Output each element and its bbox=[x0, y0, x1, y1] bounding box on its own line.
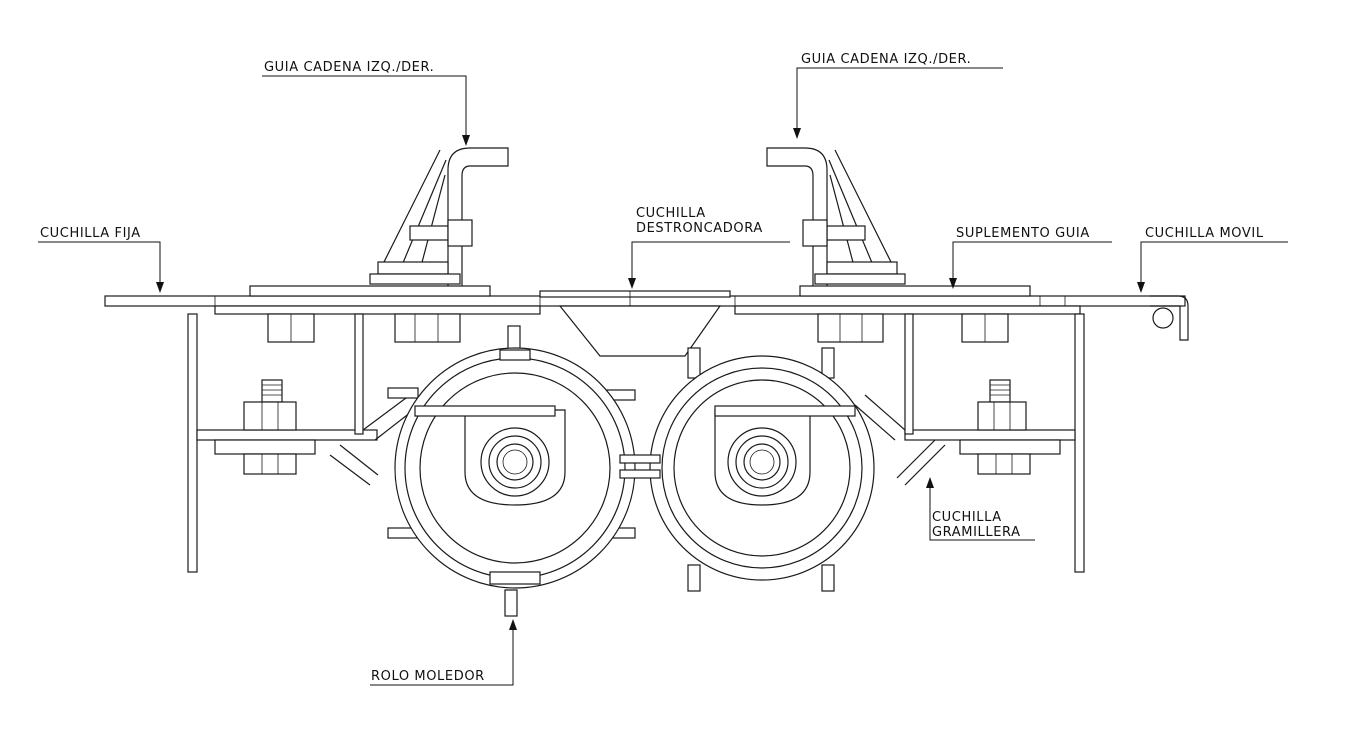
right-roller bbox=[649, 347, 875, 592]
label-rolo-moledor: ROLO MOLEDOR bbox=[371, 669, 485, 684]
cuchilla-movil-hook bbox=[1150, 295, 1189, 341]
label-cuchilla-gramillera: CUCHILLA GRAMILLERA bbox=[932, 510, 1021, 540]
left-roller bbox=[387, 325, 636, 617]
leader-guia-right bbox=[793, 67, 1003, 139]
label-cuchilla-destroncadora-line2: DESTRONCADORA bbox=[636, 221, 763, 236]
right-side-frame bbox=[854, 313, 1085, 573]
label-cuchilla-movil: CUCHILLA MOVIL bbox=[1145, 226, 1264, 241]
label-cuchilla-destroncadora: CUCHILLA DESTRONCADORA bbox=[636, 206, 763, 236]
left-side-frame bbox=[187, 313, 421, 573]
leader-gramillera bbox=[926, 477, 1035, 541]
roller-connectors bbox=[619, 454, 661, 479]
leader-rolo bbox=[370, 619, 517, 686]
label-cuchilla-gramillera-line1: CUCHILLA bbox=[932, 510, 1002, 525]
right-bolts bbox=[817, 313, 1031, 475]
leader-cuchilla-movil bbox=[1137, 241, 1288, 293]
top-plate bbox=[104, 290, 1186, 315]
leader-cuchilla-fija bbox=[38, 241, 164, 293]
left-bolts bbox=[243, 313, 461, 475]
label-cuchilla-gramillera-line2: GRAMILLERA bbox=[932, 525, 1021, 540]
leader-suplemento bbox=[949, 241, 1112, 289]
label-guia-cadena-left: GUIA CADENA IZQ./DER. bbox=[264, 60, 435, 75]
cuchilla-destroncadora bbox=[558, 291, 722, 357]
label-guia-cadena-right: GUIA CADENA IZQ./DER. bbox=[801, 52, 972, 67]
label-suplemento-guia: SUPLEMENTO GUIA bbox=[956, 226, 1090, 241]
label-cuchilla-fija: CUCHILLA FIJA bbox=[40, 226, 141, 241]
label-cuchilla-destroncadora-line1: CUCHILLA bbox=[636, 206, 706, 221]
left-chain-guide bbox=[249, 147, 509, 297]
leader-destroncadora bbox=[628, 241, 790, 289]
leader-guia-left bbox=[262, 75, 470, 146]
right-chain-guide bbox=[766, 147, 1031, 297]
